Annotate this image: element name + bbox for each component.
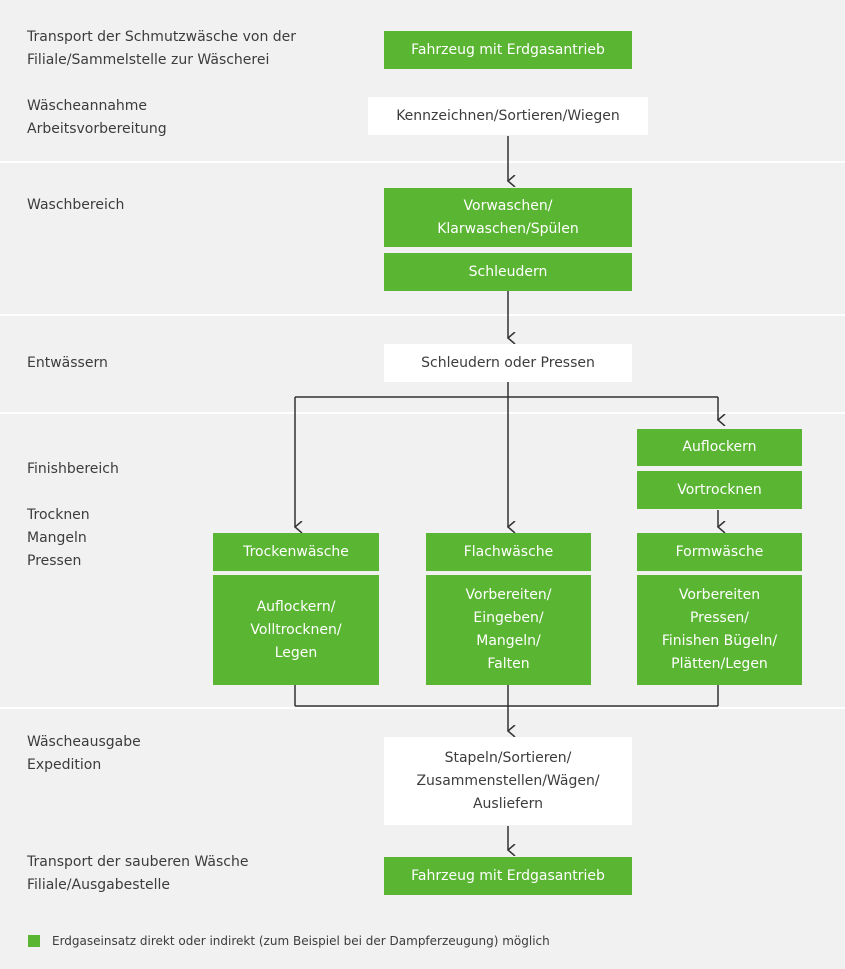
form-laundry-steps: Vorbereiten Pressen/ Finishen Bügeln/ Pl… [637, 575, 802, 685]
label-washing: Waschbereich [27, 197, 125, 213]
spin-or-press-box: Schleudern oder Pressen [384, 344, 632, 382]
stacking-box: Stapeln/Sortieren/ Zusammenstellen/Wägen… [384, 737, 632, 825]
loosen-box: Auflockern [637, 429, 802, 466]
label-dewatering: Entwässern [27, 355, 108, 371]
section-divider [0, 161, 845, 163]
vehicle-top-box: Fahrzeug mit Erdgasantrieb [384, 31, 632, 69]
form-laundry-title: Formwäsche [637, 533, 802, 571]
section-divider [0, 314, 845, 316]
label-transport-clean: Transport der sauberen Wäsche Filiale/Au… [27, 854, 249, 893]
section-divider [0, 707, 845, 709]
label-acceptance: Wäscheannahme Arbeitsvorbereitung [27, 98, 167, 137]
label-finish-steps: Trocknen Mangeln Pressen [27, 507, 90, 569]
label-transport-dirty: Transport der Schmutzwäsche von der Fili… [27, 29, 297, 68]
flat-laundry-steps: Vorbereiten/ Eingeben/ Mangeln/ Falten [426, 575, 591, 685]
dry-laundry-title: Trockenwäsche [213, 533, 379, 571]
flat-laundry-title: Flachwäsche [426, 533, 591, 571]
predry-box: Vortrocknen [637, 471, 802, 509]
spin-box: Schleudern [384, 253, 632, 291]
dry-laundry-steps: Auflockern/ Volltrocknen/ Legen [213, 575, 379, 685]
sorting-box: Kennzeichnen/Sortieren/Wiegen [368, 97, 648, 135]
vehicle-bottom-box: Fahrzeug mit Erdgasantrieb [384, 857, 632, 895]
legend-swatch [28, 935, 40, 947]
label-finish: Finishbereich [27, 461, 119, 477]
legend-text: Erdgaseinsatz direkt oder indirekt (zum … [52, 934, 550, 948]
prewash-box: Vorwaschen/ Klarwaschen/Spülen [384, 188, 632, 247]
section-divider [0, 412, 845, 414]
label-output: Wäscheausgabe Expedition [27, 734, 141, 773]
